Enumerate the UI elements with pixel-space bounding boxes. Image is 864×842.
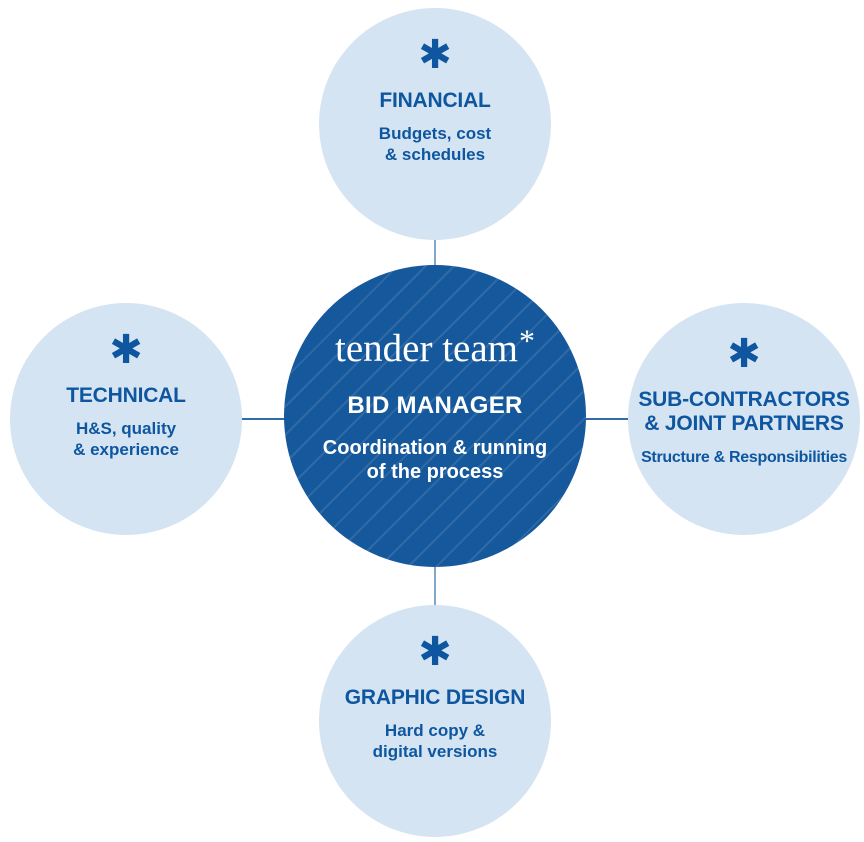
connector-bottom (434, 558, 436, 608)
connector-left (232, 418, 288, 420)
asterisk-icon: ✱ (418, 629, 452, 675)
asterisk-icon: ✱ (418, 32, 452, 78)
node-subtitle: Hard copy & digital versions (372, 721, 498, 762)
connector-right (582, 418, 632, 420)
tender-team-logo-text: tender team (335, 327, 518, 370)
node-subtitle: H&S, quality & experience (73, 419, 179, 460)
financial-circle: ✱ FINANCIAL Budgets, cost & schedules (319, 8, 551, 240)
node-subtitle: Structure & Responsibilities (641, 449, 847, 467)
node-subtitle: Budgets, cost & schedules (378, 124, 492, 165)
node-title: GRAPHIC DESIGN (344, 686, 526, 709)
tender-team-logo: tender team* (335, 325, 535, 370)
graphic-design-circle: ✱ GRAPHIC DESIGN Hard copy & digital ver… (319, 605, 551, 837)
logo-asterisk-icon: * (519, 323, 535, 359)
asterisk-icon: ✱ (727, 331, 761, 377)
node-title: TECHNICAL (66, 384, 186, 407)
sub-contractors-circle: ✱ SUB-CONTRACTORS & JOINT PARTNERS Struc… (628, 303, 860, 535)
node-title: FINANCIAL (379, 89, 491, 112)
node-title: SUB-CONTRACTORS & JOINT PARTNERS (638, 388, 850, 436)
bid-manager-description: Coordination & running of the process (322, 437, 548, 484)
asterisk-icon: ✱ (109, 327, 143, 373)
central-circle-bid-manager: tender team* BID MANAGER Coordination & … (284, 265, 586, 567)
connector-top (434, 236, 436, 270)
bid-manager-title: BID MANAGER (347, 392, 523, 419)
technical-circle: ✱ TECHNICAL H&S, quality & experience (10, 303, 242, 535)
